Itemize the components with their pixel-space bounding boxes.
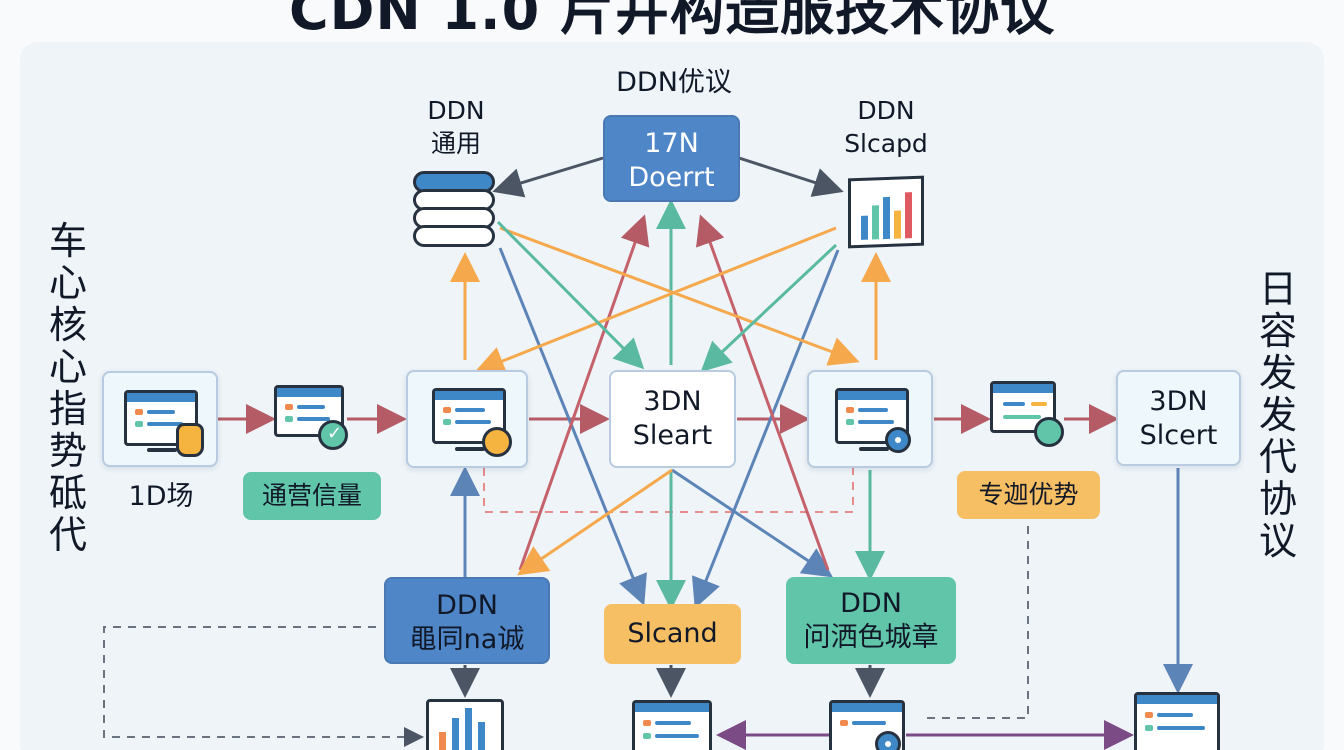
right-node-line: 3DN xyxy=(1149,386,1208,417)
cross-teal-2 xyxy=(700,243,838,373)
far-right-screen-icon xyxy=(1134,692,1220,750)
right-vertical-char: 协 xyxy=(1258,477,1297,521)
green-tag: 通营信量 xyxy=(243,472,381,520)
gear-icon xyxy=(885,427,911,453)
mid-right-monitor-node[interactable] xyxy=(807,370,933,468)
status-dot-icon xyxy=(1034,417,1064,447)
left-vertical-char: 指 xyxy=(48,387,87,431)
left-vertical-char: 代 xyxy=(48,513,87,557)
shield-check-icon xyxy=(318,420,348,450)
cross-blue-3 xyxy=(671,468,833,578)
left-vertical-char: 砥 xyxy=(48,471,87,515)
top-center-title: DDN优议 xyxy=(616,67,732,98)
top-center-node[interactable]: 17N Doerrt xyxy=(603,115,740,202)
bottom-teal-node-line: 问洒色城章 xyxy=(803,622,939,653)
bottom-blue-node-line: 黽同na诚 xyxy=(409,624,525,655)
cross-red-2 xyxy=(696,214,830,571)
right-vertical-label: 日 容 发 发 代 协 议 xyxy=(1250,268,1306,562)
left-vertical-char: 车 xyxy=(48,219,87,263)
left-caption: 1D场 xyxy=(128,481,194,512)
right-node-line: Slcert xyxy=(1139,420,1218,451)
top-right-label-line: Slcapd xyxy=(844,129,928,158)
chart-icon xyxy=(848,175,924,249)
mid-left-monitor-node[interactable] xyxy=(406,370,528,468)
bar-chart-icon xyxy=(426,699,504,750)
dashed-right-loop xyxy=(920,526,1029,719)
cross-orange-1 xyxy=(499,226,860,366)
top-right-label: DDN Slcapd xyxy=(826,94,946,160)
shield-workflow-node[interactable] xyxy=(274,385,348,455)
top-center-node-line: Doerrt xyxy=(628,162,715,193)
orange-tag: 专迦优势 xyxy=(957,471,1100,519)
left-vertical-char: 核 xyxy=(48,303,87,347)
right-vertical-char: 容 xyxy=(1258,309,1297,353)
cross-teal-1 xyxy=(496,220,645,370)
top-left-label-line: DDN xyxy=(427,96,485,125)
left-monitor-node[interactable] xyxy=(102,371,218,467)
bottom-yellow-node[interactable]: Slcand xyxy=(604,604,741,664)
top-left-arrow xyxy=(492,156,604,198)
top-left-label-line: 通用 xyxy=(430,129,481,158)
workflow-node[interactable] xyxy=(990,381,1064,451)
top-left-label: DDN 通用 xyxy=(410,94,502,160)
top-right-arrow xyxy=(738,156,844,197)
cross-blue-2 xyxy=(691,249,840,609)
left-vertical-label: 车 心 核 心 指 势 砥 代 xyxy=(40,220,96,556)
right-node[interactable]: 3DN Slcert xyxy=(1116,370,1241,466)
center-node-line: Sleart xyxy=(632,420,713,451)
top-center-node-line: 17N xyxy=(644,128,699,159)
database-icon xyxy=(413,171,495,249)
bottom-center-screen-icon xyxy=(632,700,712,750)
bottom-blue-node-line: DDN xyxy=(436,590,498,621)
cross-red-1 xyxy=(518,214,650,571)
right-vertical-char: 日 xyxy=(1258,267,1297,311)
hand-icon xyxy=(176,423,204,457)
center-node[interactable]: 3DN Sleart xyxy=(609,370,736,468)
right-vertical-char: 发 xyxy=(1258,351,1297,395)
cross-orange-2 xyxy=(474,226,837,376)
monitor-warning-icon xyxy=(432,388,506,444)
bottom-teal-node-line: DDN xyxy=(840,588,902,619)
left-vertical-char: 心 xyxy=(48,345,87,389)
dashed-left-loop xyxy=(103,626,424,747)
right-vertical-char: 发 xyxy=(1258,393,1297,437)
cross-orange-3 xyxy=(517,468,673,576)
bottom-right-screen-icon xyxy=(829,700,905,750)
center-node-line: 3DN xyxy=(643,386,702,417)
left-vertical-char: 势 xyxy=(48,429,87,473)
top-right-label-line: DDN xyxy=(857,96,915,125)
warning-badge-icon xyxy=(482,427,512,457)
monitor-gear-icon xyxy=(835,388,909,444)
dashed-red-bottom xyxy=(483,468,854,513)
right-vertical-char: 议 xyxy=(1258,519,1297,563)
page-title: CDN 1.0 片井构造服技术协议 xyxy=(289,0,1055,42)
bottom-teal-node[interactable]: DDN 问洒色城章 xyxy=(786,577,956,664)
bottom-blue-node[interactable]: DDN 黽同na诚 xyxy=(384,577,550,664)
gear-icon xyxy=(875,731,901,750)
right-vertical-char: 代 xyxy=(1258,435,1297,479)
left-vertical-char: 心 xyxy=(48,261,87,305)
